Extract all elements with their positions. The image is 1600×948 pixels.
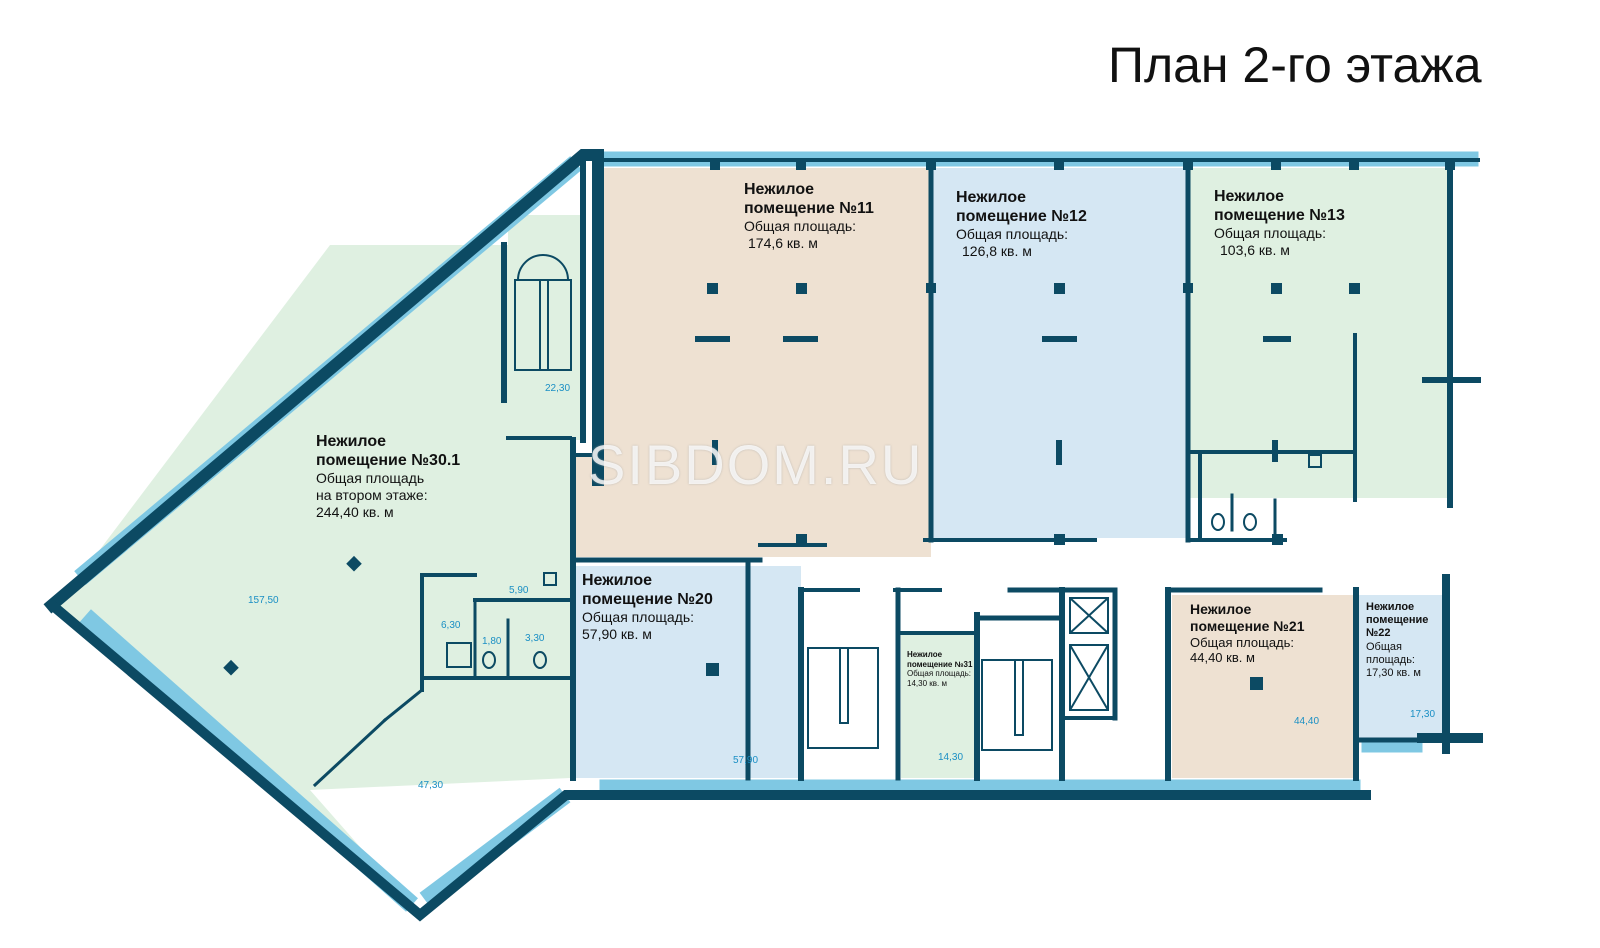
room-11-area-label: Общая площадь: bbox=[744, 218, 857, 235]
room-13-floor bbox=[1190, 168, 1453, 498]
room-12-number: помещение №12 bbox=[956, 208, 1087, 226]
room-20-area: 57,90 кв. м bbox=[582, 626, 652, 643]
sub-area-room-22: 17,30 bbox=[1410, 709, 1436, 720]
room-22-floor bbox=[1358, 595, 1446, 738]
page-title: План 2-го этажа bbox=[1108, 37, 1482, 93]
room-11-floor bbox=[598, 168, 931, 463]
room-30-1-area-label-2: на втором этаже: bbox=[316, 487, 428, 504]
room-12-label: Нежилое помещение №12 Общая площадь: 126… bbox=[956, 188, 1087, 260]
room-30-1-area-label: Общая площадь bbox=[316, 470, 425, 487]
room-31-name: Нежилое bbox=[907, 650, 943, 659]
sub-area-stair: 22,30 bbox=[545, 383, 571, 394]
staircase-east bbox=[981, 659, 1053, 751]
room-20-name: Нежилое bbox=[582, 572, 653, 589]
room-12-area: 126,8 кв. м bbox=[962, 243, 1032, 260]
room-30-1-name: Нежилое bbox=[316, 433, 387, 450]
room-31-area-label: Общая площадь: bbox=[907, 669, 972, 679]
room-13-name: Нежилое bbox=[1214, 188, 1285, 205]
room-21-number: помещение №21 bbox=[1190, 617, 1305, 634]
room-22-area: 17,30 кв. м bbox=[1366, 666, 1421, 679]
room-12-floor bbox=[933, 168, 1188, 538]
room-31-label: Нежилое помещение №31 Общая площадь: 14,… bbox=[907, 650, 972, 688]
room-22-label: Нежилое помещение №22 Общая площадь: 17,… bbox=[1366, 601, 1428, 680]
room-20-number: помещение №20 bbox=[582, 591, 713, 609]
room-31-number: помещение №31 bbox=[907, 659, 973, 669]
sub-area-room-31: 14,30 bbox=[938, 752, 964, 763]
room-13-label: Нежилое помещение №13 Общая площадь: 103… bbox=[1214, 187, 1345, 259]
room-30-1-floor bbox=[58, 245, 570, 915]
walls bbox=[43, 149, 1483, 922]
watermark: SIBDOM.RU bbox=[588, 433, 924, 496]
room-11-area: 174,6 кв. м bbox=[748, 235, 818, 252]
room-11-lower-floor bbox=[573, 455, 931, 557]
room-21-label: Нежилое помещение №21 Общая площадь: 44,… bbox=[1190, 601, 1304, 666]
sub-area-main-hall: 157,50 bbox=[248, 595, 279, 606]
sub-area-shower: 6,30 bbox=[441, 620, 461, 631]
room-30-1-area: 244,40 кв. м bbox=[316, 503, 394, 520]
room-20-area-label: Общая площадь: bbox=[582, 609, 695, 626]
room-22-name: Нежилое bbox=[1366, 601, 1415, 613]
room-22-number: помещение bbox=[1366, 614, 1429, 627]
room-21-area-label: Общая площадь: bbox=[1190, 634, 1295, 650]
room-31-area: 14,30 кв. м bbox=[907, 678, 947, 688]
room-30-1-stair-floor bbox=[508, 215, 584, 440]
elevator-shafts bbox=[1069, 597, 1109, 711]
room-31-floor bbox=[901, 633, 977, 778]
room-22-number-2: №22 bbox=[1366, 627, 1391, 640]
room-12-name: Нежилое bbox=[956, 189, 1027, 206]
sub-area-room-20: 57,90 bbox=[733, 755, 759, 766]
sub-area-wc-2: 3,30 bbox=[525, 633, 545, 644]
room-13-area-label: Общая площадь: bbox=[1214, 225, 1327, 242]
room-30-1-label: Нежилое помещение №30.1 Общая площадь на… bbox=[316, 432, 460, 521]
room-13-number: помещение №13 bbox=[1214, 207, 1345, 225]
room-12-area-label: Общая площадь: bbox=[956, 226, 1069, 243]
room-21-name: Нежилое bbox=[1190, 601, 1252, 617]
room-22-area-label: Общая bbox=[1366, 640, 1402, 653]
room-30-1-number: помещение №30.1 bbox=[316, 452, 461, 470]
room-11-label: Нежилое помещение №11 Общая площадь: 174… bbox=[744, 180, 874, 252]
room-13-area: 103,6 кв. м bbox=[1220, 242, 1290, 259]
room-11-number: помещение №11 bbox=[744, 200, 874, 218]
room-20-floor bbox=[573, 566, 801, 778]
staircase-north bbox=[514, 254, 572, 371]
sub-area-south-hall: 47,30 bbox=[418, 780, 444, 791]
room-11-name: Нежилое bbox=[744, 181, 815, 198]
sub-area-room-21: 44,40 bbox=[1294, 716, 1320, 727]
room-21-area: 44,40 кв. м bbox=[1190, 650, 1255, 666]
room-22-area-label-2: площадь: bbox=[1366, 653, 1415, 666]
staircase-central bbox=[807, 647, 879, 749]
room-20-label: Нежилое помещение №20 Общая площадь: 57,… bbox=[582, 571, 713, 643]
restroom-fixtures bbox=[446, 454, 1322, 669]
sub-area-lobby: 5,90 bbox=[509, 585, 529, 596]
sub-area-wc-1: 1,80 bbox=[482, 636, 502, 647]
